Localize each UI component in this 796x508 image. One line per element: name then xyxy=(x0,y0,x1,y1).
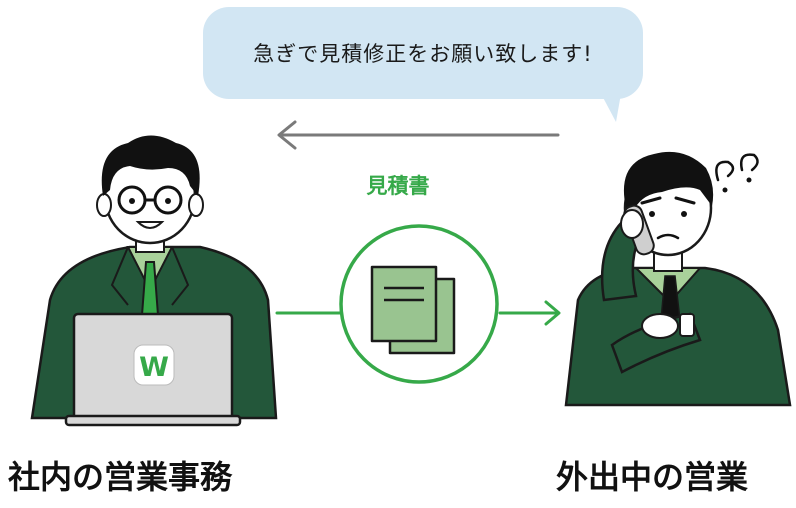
app-logo xyxy=(133,344,175,386)
hair xyxy=(623,151,714,214)
hair xyxy=(101,135,200,196)
worry-marks-icon xyxy=(715,153,759,182)
watch-icon xyxy=(679,313,695,337)
sales-person xyxy=(564,151,792,407)
office-worker: W xyxy=(30,135,278,427)
glasses-icon xyxy=(117,185,183,215)
speech-bubble: 急ぎで見積修正をお願い致します! xyxy=(203,7,643,99)
flow-arrow xyxy=(275,300,561,326)
document-icon xyxy=(370,265,456,355)
speech-bubble-text: 急ぎで見積修正をお願い致します! xyxy=(253,42,593,66)
right-person-caption: 外出中の営業 xyxy=(556,458,749,496)
left-person-caption: 社内の営業事務 xyxy=(8,458,233,496)
app-logo-letter: W xyxy=(139,352,169,383)
return-arrow xyxy=(277,120,560,150)
